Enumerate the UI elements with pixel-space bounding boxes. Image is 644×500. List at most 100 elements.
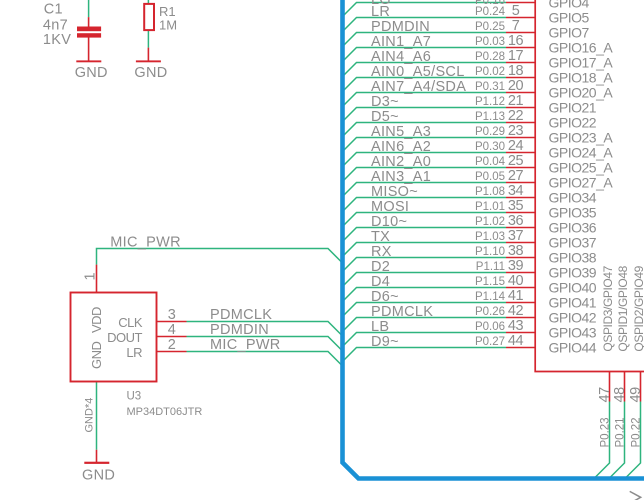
svg-text:CLK: CLK <box>118 315 143 330</box>
svg-text:QSPID1/GPIO48: QSPID1/GPIO48 <box>616 265 630 351</box>
svg-text:17: 17 <box>508 48 524 64</box>
svg-text:5: 5 <box>512 3 520 19</box>
svg-text:P0.25: P0.25 <box>475 21 505 33</box>
svg-text:P0.27: P0.27 <box>475 336 505 348</box>
svg-text:PDMCLK: PDMCLK <box>210 307 272 323</box>
svg-text:AIN6_A2: AIN6_A2 <box>371 139 431 155</box>
svg-text:D5~: D5~ <box>371 109 399 125</box>
svg-text:P0.24: P0.24 <box>475 6 506 18</box>
svg-text:TX: TX <box>371 229 390 245</box>
svg-text:GPIO16_A: GPIO16_A <box>549 40 614 56</box>
svg-text:GPIO40: GPIO40 <box>549 280 597 296</box>
svg-text:P1.11: P1.11 <box>476 261 505 273</box>
svg-text:GND: GND <box>75 65 108 81</box>
svg-text:AIN7_A4/SDA: AIN7_A4/SDA <box>371 79 466 95</box>
svg-text:39: 39 <box>508 258 524 274</box>
svg-text:43: 43 <box>508 318 524 334</box>
svg-text:MISO~: MISO~ <box>371 184 418 200</box>
svg-text:P1.13: P1.13 <box>475 111 505 123</box>
svg-text:P1.14: P1.14 <box>475 291 506 303</box>
svg-text:P0.23: P0.23 <box>600 417 612 447</box>
svg-text:P0.29: P0.29 <box>475 126 505 138</box>
svg-text:AIN1_A7: AIN1_A7 <box>371 34 431 50</box>
svg-text:MIC_PWR: MIC_PWR <box>110 235 181 251</box>
svg-text:GPIO25_A: GPIO25_A <box>549 160 614 176</box>
svg-text:VDD: VDD <box>89 307 104 333</box>
svg-text:GPIO18_A: GPIO18_A <box>549 70 614 86</box>
svg-text:49: 49 <box>628 387 644 403</box>
svg-text:2: 2 <box>168 337 176 353</box>
svg-text:P1.12: P1.12 <box>475 96 505 108</box>
svg-text:P1.08: P1.08 <box>475 186 505 198</box>
svg-text:42: 42 <box>508 303 524 319</box>
svg-text:RX: RX <box>371 244 392 260</box>
svg-text:P1.15: P1.15 <box>475 276 505 288</box>
svg-text:7: 7 <box>512 18 520 34</box>
svg-text:D3~: D3~ <box>371 94 399 110</box>
svg-text:38: 38 <box>508 243 524 259</box>
svg-text:P0.22: P0.22 <box>631 417 643 447</box>
svg-text:C1: C1 <box>44 2 63 18</box>
svg-text:1M: 1M <box>159 18 177 33</box>
svg-text:1: 1 <box>82 273 98 281</box>
svg-text:GPIO42: GPIO42 <box>549 310 597 326</box>
svg-text:21: 21 <box>508 93 524 109</box>
svg-text:4: 4 <box>512 0 520 4</box>
svg-text:P0.02: P0.02 <box>475 66 505 78</box>
svg-text:GND: GND <box>134 65 167 81</box>
svg-text:GPIO38: GPIO38 <box>549 250 597 266</box>
svg-text:3: 3 <box>168 307 176 323</box>
svg-text:GPIO21: GPIO21 <box>549 100 597 116</box>
svg-text:U3: U3 <box>127 391 142 403</box>
svg-text:GPIO23_A: GPIO23_A <box>549 130 614 146</box>
svg-text:GND: GND <box>82 467 115 483</box>
svg-text:D9~: D9~ <box>371 334 399 350</box>
svg-text:P1.02: P1.02 <box>475 216 505 228</box>
svg-text:P0.26: P0.26 <box>475 306 505 318</box>
svg-text:PDMDIN: PDMDIN <box>371 19 430 35</box>
svg-text:23: 23 <box>508 123 524 139</box>
svg-text:GND*4: GND*4 <box>83 398 95 433</box>
svg-text:PDMDIN: PDMDIN <box>210 322 269 338</box>
svg-text:16: 16 <box>508 33 524 49</box>
svg-text:LR: LR <box>371 4 390 20</box>
svg-text:R1: R1 <box>159 4 176 19</box>
svg-text:GPIO43: GPIO43 <box>549 325 597 341</box>
svg-text:P0.21: P0.21 <box>615 417 627 447</box>
svg-text:LR: LR <box>126 345 142 360</box>
svg-text:20: 20 <box>508 78 524 94</box>
svg-text:GPIO20_A: GPIO20_A <box>549 85 614 101</box>
svg-text:P0.31: P0.31 <box>475 81 505 93</box>
svg-text:MIC_PWR: MIC_PWR <box>210 337 281 353</box>
svg-text:LG: LG <box>371 0 391 8</box>
svg-text:GPIO27_A: GPIO27_A <box>549 175 614 191</box>
svg-text:22: 22 <box>508 108 524 124</box>
svg-text:18: 18 <box>508 63 524 79</box>
svg-text:AIN2_A0: AIN2_A0 <box>371 154 431 170</box>
svg-text:P1.10: P1.10 <box>475 246 505 258</box>
svg-text:GPIO17_A: GPIO17_A <box>549 55 614 71</box>
svg-text:41: 41 <box>508 288 524 304</box>
svg-text:AIN0_A5/SCL: AIN0_A5/SCL <box>371 64 465 80</box>
svg-text:GPIO37: GPIO37 <box>549 235 597 251</box>
svg-text:AIN4_A6: AIN4_A6 <box>371 49 431 65</box>
svg-text:LB: LB <box>371 319 389 335</box>
svg-text:GPIO22: GPIO22 <box>549 115 597 131</box>
svg-text:GPIO4: GPIO4 <box>549 0 590 11</box>
svg-text:D10~: D10~ <box>371 214 407 230</box>
svg-text:34: 34 <box>508 183 524 199</box>
svg-text:36: 36 <box>508 213 524 229</box>
svg-text:37: 37 <box>508 228 524 244</box>
svg-text:MOSI: MOSI <box>371 199 409 215</box>
svg-text:P1.01: P1.01 <box>475 201 505 213</box>
svg-text:P0.30: P0.30 <box>475 141 505 153</box>
svg-text:P1.03: P1.03 <box>475 231 505 243</box>
svg-text:4n7: 4n7 <box>43 18 68 34</box>
svg-text:47: 47 <box>597 387 613 403</box>
svg-text:GND: GND <box>89 342 104 370</box>
svg-text:P0.04: P0.04 <box>475 156 506 168</box>
svg-text:P0.06: P0.06 <box>475 321 505 333</box>
svg-text:QSPID3/GPIO47: QSPID3/GPIO47 <box>601 265 615 351</box>
svg-text:4: 4 <box>168 322 176 338</box>
svg-text:44: 44 <box>508 333 524 349</box>
